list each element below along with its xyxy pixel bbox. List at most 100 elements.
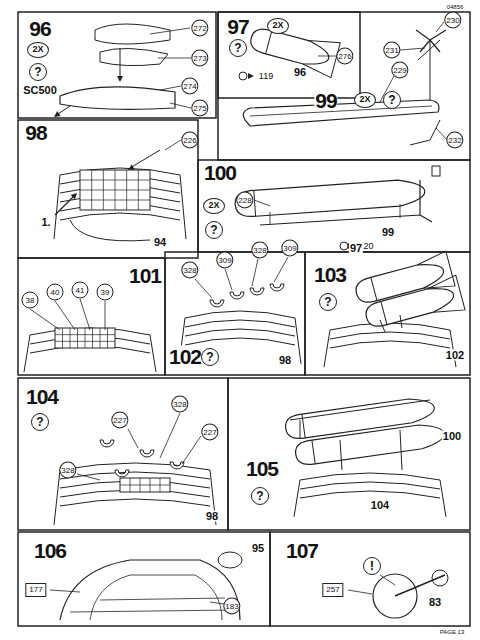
rack bbox=[243, 100, 439, 126]
wing-surface bbox=[60, 499, 210, 506]
part-label: 257 bbox=[322, 583, 343, 597]
wing-surface bbox=[180, 175, 186, 239]
callout-number: 41 bbox=[72, 282, 89, 299]
part-label: 1. bbox=[40, 217, 51, 228]
quantity-mark: 2X bbox=[27, 42, 49, 58]
drawing-line bbox=[380, 315, 402, 332]
leader-line bbox=[436, 22, 444, 32]
mount-grid bbox=[70, 328, 71, 348]
arrowhead bbox=[52, 111, 60, 119]
part-label: SC500 bbox=[22, 85, 58, 96]
rack-hook bbox=[270, 284, 284, 291]
callout-number: 231 bbox=[383, 42, 400, 59]
leader-line bbox=[158, 58, 191, 59]
callout-number: 38 bbox=[22, 292, 39, 309]
part-label: 177 bbox=[25, 583, 46, 597]
panel-frame bbox=[18, 258, 165, 375]
part-label: 102 bbox=[445, 350, 465, 361]
wing-surface bbox=[70, 220, 150, 241]
quantity-mark: 2X bbox=[267, 18, 289, 34]
panel-frame bbox=[198, 160, 470, 252]
part-label: 96 bbox=[293, 67, 307, 78]
arrowhead bbox=[71, 191, 79, 199]
panel-frame bbox=[218, 12, 360, 98]
leader-line bbox=[254, 200, 270, 206]
canopy bbox=[60, 560, 240, 620]
bomb bbox=[362, 275, 465, 335]
leader-line bbox=[77, 413, 201, 480]
step-number: 98 bbox=[24, 122, 47, 143]
callout-number: 272 bbox=[191, 20, 208, 37]
step-number: 100 bbox=[203, 162, 237, 183]
mount-grid bbox=[80, 190, 150, 191]
clip bbox=[432, 166, 440, 176]
part-label: 04856 bbox=[446, 4, 465, 10]
step-number: 103 bbox=[313, 264, 347, 285]
panel-frame bbox=[228, 378, 470, 530]
callout-number: 227 bbox=[201, 424, 218, 441]
callout-number: 227 bbox=[111, 412, 128, 429]
mount-grid bbox=[107, 328, 108, 348]
tail-half bbox=[95, 24, 170, 44]
callout-number: 275 bbox=[191, 100, 208, 117]
callout-number: 328 bbox=[251, 242, 268, 259]
part-label: PAGE 13 bbox=[439, 629, 466, 635]
part-label: 83 bbox=[428, 597, 442, 608]
arrowhead bbox=[248, 73, 254, 79]
callout-number: 273 bbox=[191, 50, 208, 67]
step-number: 105 bbox=[245, 458, 279, 479]
optional-symbol: ? bbox=[229, 39, 247, 57]
bomb bbox=[234, 178, 425, 217]
wing-surface bbox=[295, 318, 301, 364]
mount-grid bbox=[55, 328, 115, 348]
wing-surface bbox=[300, 482, 440, 489]
optional-symbol: ? bbox=[251, 487, 269, 505]
wing-surface bbox=[440, 480, 446, 517]
rack-hook bbox=[210, 300, 224, 307]
leader-line bbox=[400, 48, 425, 50]
wing-surface bbox=[300, 473, 440, 480]
leader-line bbox=[170, 103, 191, 108]
part-label: 98 bbox=[205, 511, 219, 522]
step-number: 106 bbox=[33, 540, 67, 561]
leader-line bbox=[348, 590, 372, 594]
bomb bbox=[294, 422, 446, 467]
wing-surface bbox=[60, 213, 180, 220]
leader-line bbox=[30, 309, 60, 330]
callout-number: 39 bbox=[97, 284, 114, 301]
drawing-line bbox=[130, 150, 160, 168]
strut bbox=[418, 40, 440, 100]
optional-symbol: ? bbox=[205, 221, 223, 239]
leader-line bbox=[195, 257, 288, 298]
panel-frame bbox=[305, 252, 470, 375]
leader-line bbox=[318, 56, 336, 57]
attention-symbol: ! bbox=[363, 557, 381, 575]
leader-line bbox=[80, 299, 90, 330]
callout-number: 328 bbox=[59, 462, 76, 479]
part bbox=[432, 570, 448, 586]
canopy bbox=[70, 598, 235, 612]
wing-surface bbox=[330, 332, 450, 339]
wing-surface bbox=[150, 335, 156, 372]
rack-hook bbox=[250, 288, 264, 295]
part-label: 99 bbox=[381, 227, 395, 238]
part-label: 104 bbox=[370, 500, 390, 511]
strut bbox=[410, 120, 440, 145]
optional-symbol: ? bbox=[31, 413, 49, 431]
leader-line bbox=[160, 86, 181, 90]
part-label: 98 bbox=[278, 355, 292, 366]
callout-number: 230 bbox=[444, 12, 461, 29]
panel-frame bbox=[270, 532, 470, 626]
part-label: 94 bbox=[153, 237, 167, 248]
panel-frame bbox=[18, 532, 270, 626]
part-label: 97 bbox=[349, 243, 363, 254]
part-label: 100 bbox=[442, 431, 462, 442]
leader-line bbox=[165, 140, 181, 150]
mount-grid bbox=[80, 200, 150, 201]
canopy bbox=[90, 575, 222, 620]
optional-symbol: ? bbox=[201, 348, 219, 366]
mount-grid bbox=[55, 334, 115, 335]
step-number: 104 bbox=[25, 386, 59, 407]
panel-frame bbox=[165, 252, 305, 375]
